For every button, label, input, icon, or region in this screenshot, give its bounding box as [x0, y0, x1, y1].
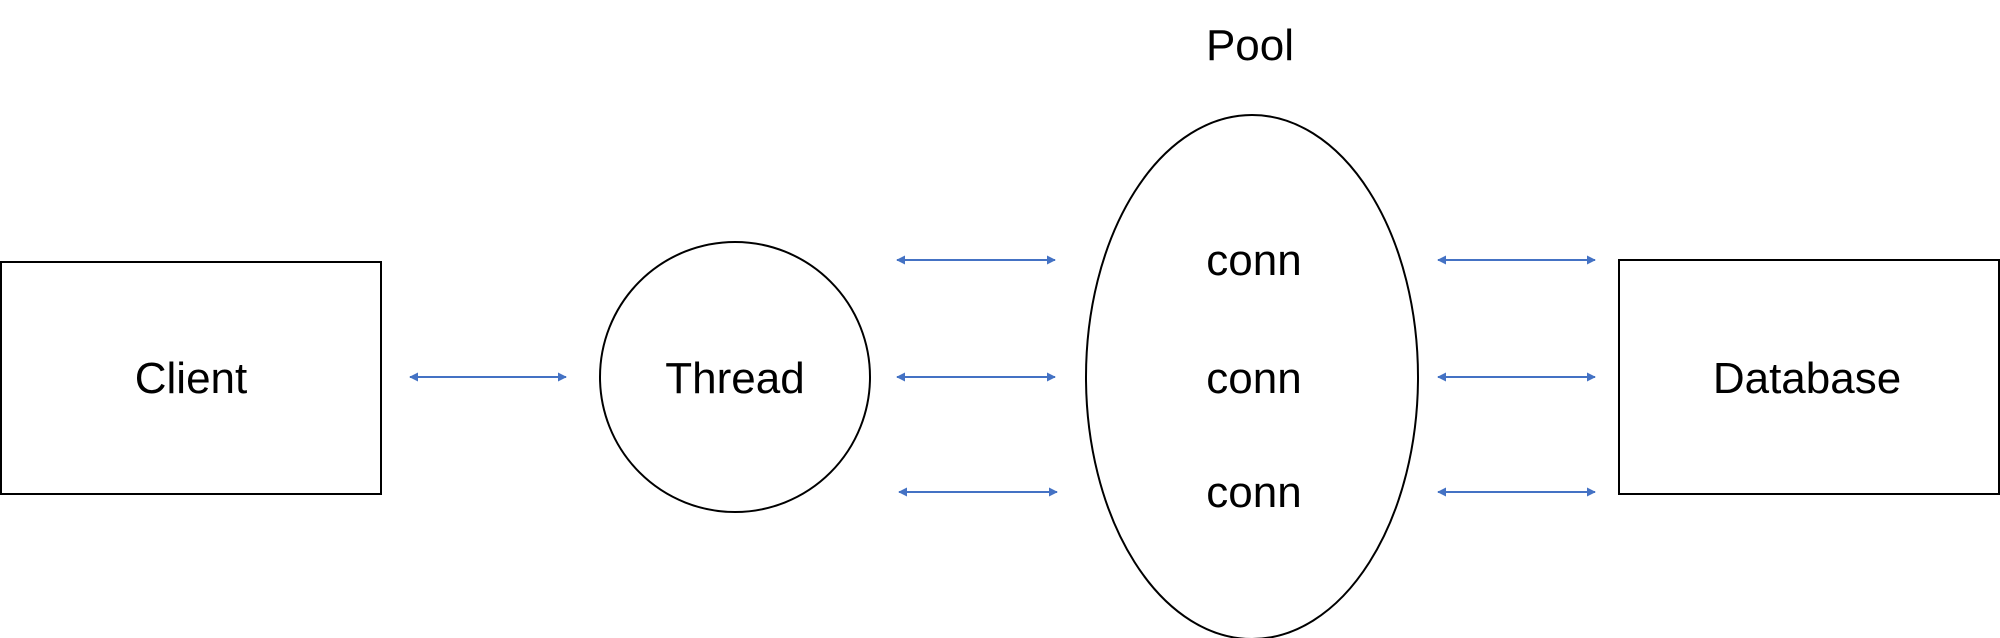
pool-title: Pool	[1205, 21, 1295, 70]
database-label: Database	[1712, 354, 1902, 403]
database-box	[1618, 259, 2000, 495]
conn-label-top: conn	[1206, 236, 1302, 285]
conn-label-middle: conn	[1206, 354, 1302, 403]
thread-label: Thread	[665, 354, 805, 403]
pool-node	[1085, 114, 1419, 638]
conn-label-bottom: conn	[1206, 468, 1302, 517]
client-label: Client	[134, 354, 248, 403]
client-box	[0, 261, 382, 495]
thread-node	[599, 241, 871, 513]
